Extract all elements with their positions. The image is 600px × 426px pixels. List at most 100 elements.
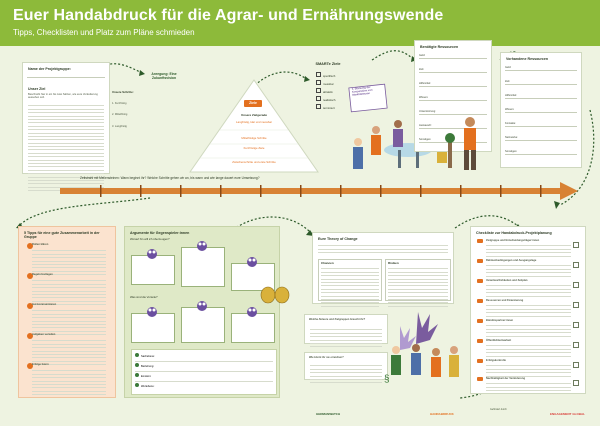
smart-goals: SMARTe Ziele spezifisch messbar attrakti… xyxy=(310,62,346,118)
theory-col-chancen[interactable]: Chancen xyxy=(318,259,382,307)
smart-item[interactable]: terminiert xyxy=(316,104,335,110)
checkbox[interactable] xyxy=(573,322,579,328)
resources-needed-title: Benötigte Ressourcen xyxy=(420,45,459,49)
argument-note[interactable] xyxy=(181,247,225,287)
checklist-item[interactable]: Verantwortlichkeiten und Zeitplan xyxy=(471,279,585,297)
checklist-item[interactable]: Erfolgskontrolle xyxy=(471,359,585,377)
resources-available-title: Vorhandene Ressourcen xyxy=(506,57,549,61)
arguments-legend: Sachebene: Beziehung: Emotion: Wertebene… xyxy=(131,349,277,395)
pyramid-list-item: 1. Kurzfristig xyxy=(112,102,127,105)
checklist-text: Zielgruppe und Entscheidungsträger:innen xyxy=(486,239,540,242)
resource-field[interactable]: Hilfsmittel: xyxy=(419,81,487,87)
arguments-question-2: Was sind die Vorteile? xyxy=(130,295,158,299)
person-illustration-right xyxy=(445,117,476,170)
resource-field[interactable]: Sonstiges: xyxy=(419,137,487,143)
reach-question: Wie könnt ihr sie erreichen? xyxy=(309,356,344,359)
project-card: Name der Projektgruppe: Unser Ziel Besch… xyxy=(22,62,110,192)
timeline-arrow[interactable] xyxy=(60,182,580,202)
checklist-item[interactable]: Bündnispartner:innen xyxy=(471,319,585,337)
footer-logo-engagement: ENGAGEMENT GLOBAL xyxy=(550,412,585,416)
resource-field[interactable]: Wissen: xyxy=(505,107,577,113)
resource-field[interactable]: Netzwerke: xyxy=(505,135,577,141)
resources-needed-card: Benötigte Ressourcen Geld: Zeit: Hilfsmi… xyxy=(414,40,492,152)
pyramid-row-5: Zwischenschritte und erste Schritte xyxy=(232,160,276,164)
resource-field[interactable]: Zeit: xyxy=(419,67,487,73)
legend-row[interactable]: Emotion: xyxy=(135,373,273,382)
tip-item: Regeln festlegen xyxy=(23,273,111,306)
grape-icon xyxy=(197,241,207,251)
tip-item: Gut kommunizieren xyxy=(23,303,111,336)
smart-item[interactable]: realistisch xyxy=(316,96,335,102)
legend-row[interactable]: Wertebene: xyxy=(135,383,273,391)
theory-of-change-card: Eure Theory of Change Chancen Risiken xyxy=(312,232,454,307)
checklist-item[interactable]: Ressourcen und Finanzierung xyxy=(471,299,585,317)
resource-field[interactable]: Unterstützung: xyxy=(419,109,487,115)
checklist-text: Nachhaltigkeit der Veränderung xyxy=(486,377,526,380)
checklist-item[interactable]: Zielgruppe und Entscheidungsträger:innen xyxy=(471,239,585,257)
checkbox[interactable] xyxy=(573,380,579,386)
page-title: Euer Handabdruck für die Agrar- und Ernä… xyxy=(13,7,444,24)
resource-field[interactable]: Geld: xyxy=(419,53,487,59)
checkbox[interactable] xyxy=(573,362,579,368)
smart-item[interactable]: attraktiv xyxy=(316,88,333,94)
argument-note[interactable] xyxy=(131,255,175,285)
legend-row[interactable]: Sachebene: xyxy=(135,353,273,362)
checklist-text: Verantwortlichkeiten und Zeitplan xyxy=(486,279,528,282)
project-goal-text: Beschreibt hier in ein bis zwei Sätzen, … xyxy=(28,93,98,100)
smart-item[interactable]: spezifisch xyxy=(316,72,335,78)
pyramid-list-item: 3. Langfristig xyxy=(112,124,127,128)
project-name-field[interactable] xyxy=(27,72,105,78)
checklist-item[interactable]: Öffentlichkeitsarbeit xyxy=(471,339,585,357)
tip-number-icon xyxy=(27,363,33,369)
argument-note[interactable] xyxy=(181,307,225,343)
resource-field[interactable]: Sonstiges: xyxy=(505,149,577,155)
resource-field[interactable]: Zeit: xyxy=(505,79,577,85)
checklist-number-icon xyxy=(477,377,483,381)
beehive-icon xyxy=(260,286,290,304)
grape-icon xyxy=(147,307,157,317)
legend-row[interactable]: Beziehung: xyxy=(135,363,273,372)
tip-text: Rollen klären xyxy=(32,243,49,246)
theory-col-risiken[interactable]: Risiken xyxy=(385,259,451,307)
checklist-text: Rahmenbedingungen und Ausgangslage xyxy=(486,259,537,262)
checkbox[interactable] xyxy=(573,262,579,268)
pyramid-row-2: Langfristig, klar und messbar xyxy=(236,120,272,124)
resources-available-card: Vorhandene Ressourcen Geld: Zeit: Hilfsm… xyxy=(500,52,582,168)
checkbox[interactable] xyxy=(573,282,579,288)
checklist-number-icon xyxy=(477,259,483,263)
smart-item[interactable]: messbar xyxy=(316,80,334,86)
pyramid-top-label: Anregung: Eine Zukunftsvision xyxy=(151,72,177,80)
pyramid-row-3: Mittelfristige Schritte xyxy=(241,136,267,140)
project-name-label: Name der Projektgruppe: xyxy=(28,67,71,71)
tip-number-icon xyxy=(27,243,33,249)
tip-text: Regeln festlegen xyxy=(32,273,53,276)
grape-icon xyxy=(147,249,157,259)
checklist-number-icon xyxy=(477,299,483,303)
checkbox[interactable] xyxy=(573,342,579,348)
checkbox[interactable] xyxy=(573,242,579,248)
theory-title: Eure Theory of Change xyxy=(318,237,358,241)
checklist-item[interactable]: Rahmenbedingungen und Ausgangslage xyxy=(471,259,585,277)
argument-note[interactable] xyxy=(131,313,175,343)
checklist-item[interactable]: Nachhaltigkeit der Veränderung xyxy=(471,377,585,393)
checklist-number-icon xyxy=(477,239,483,243)
grape-icon xyxy=(247,257,257,267)
tip-item: Rollen klären xyxy=(23,243,111,276)
checklist-number-icon xyxy=(477,279,483,283)
footer: GERMANWATCH HANDABDRUCK Gefördert durch … xyxy=(0,402,600,426)
checklist-text: Bündnispartner:innen xyxy=(486,319,514,322)
resource-field[interactable]: Wissen: xyxy=(419,95,487,101)
resource-field[interactable]: Kontakte: xyxy=(505,121,577,127)
resource-field[interactable]: Hilfsmittel: xyxy=(505,93,577,99)
pyramid-list-header: Unsere Schritte: xyxy=(112,90,134,94)
tip-text: Gut kommunizieren xyxy=(32,303,57,306)
resource-field[interactable]: Geld: xyxy=(505,65,577,71)
argument-note[interactable] xyxy=(231,263,275,291)
actors-question: Welche Akteure und Zielgruppen braucht i… xyxy=(309,318,366,321)
project-goal-lines[interactable] xyxy=(28,103,104,192)
checkbox[interactable] xyxy=(573,302,579,308)
tip-number-icon xyxy=(27,273,33,279)
tip-item: Aufgaben verteilen xyxy=(23,333,111,366)
svg-text:§: § xyxy=(384,374,390,385)
resource-field[interactable]: Austausch: xyxy=(419,123,487,129)
